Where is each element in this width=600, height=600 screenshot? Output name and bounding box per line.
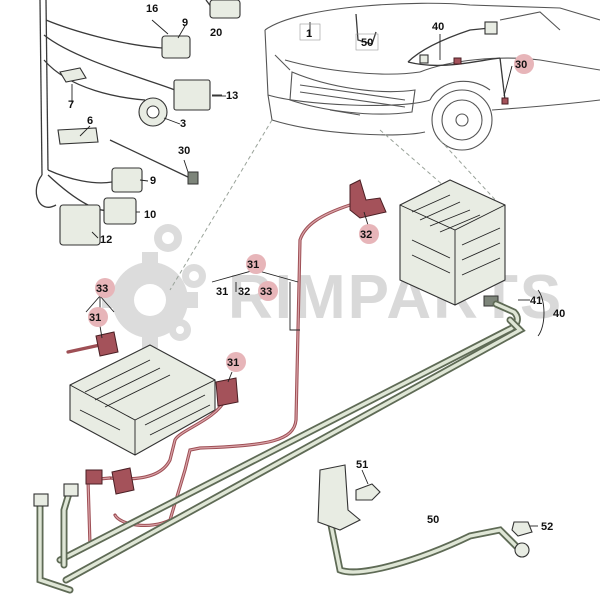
car-front-illustration [169, 2, 600, 291]
callout-30-car: 30 [515, 59, 527, 71]
callout-50-bottom: 50 [427, 514, 439, 526]
callout-6: 6 [87, 115, 93, 127]
callout-1: 1 [306, 28, 312, 40]
ground-bracket [317, 464, 361, 531]
callout-20: 30 [178, 145, 190, 157]
watermark-small-gear-icon [154, 224, 206, 341]
connector-41 [483, 295, 499, 307]
callout-52: 52 [541, 521, 553, 533]
red-terminal-32 [349, 179, 387, 219]
fuse-box-right [399, 179, 506, 307]
callout-32b-highlight [359, 224, 379, 244]
watermark-text: RIMPARTS [228, 263, 563, 332]
ring-terminal-50 [514, 542, 530, 558]
callout-9-mid: 9 [150, 175, 156, 187]
connector-40 [484, 21, 498, 35]
callout-10: 10 [144, 209, 156, 221]
callout-33b-highlight [258, 281, 278, 301]
connector-10 [103, 197, 137, 225]
callout-31-left: 31 [89, 312, 101, 324]
callout-31c-highlight [226, 352, 246, 372]
watermark: RIMPARTS [102, 224, 563, 348]
callout-40-right: 40 [553, 308, 565, 320]
callout-11: 13 [226, 90, 238, 102]
callout-31-group: 31 [216, 286, 228, 298]
red-fuse-bottom [111, 467, 135, 495]
ground-strap-50 [317, 464, 533, 576]
callout-50-box [355, 33, 379, 51]
fuse-box-left [69, 344, 216, 456]
cable-end-left [33, 493, 49, 507]
callout-31a-highlight [88, 307, 108, 327]
callout-30-group: 31 [247, 259, 259, 271]
car-fuse-30b [501, 97, 509, 105]
callout-30b-highlight [514, 54, 534, 74]
callout-31-right: 31 [227, 357, 239, 369]
callout-12: 16 [146, 3, 158, 15]
car-connector-a [419, 54, 429, 64]
callout-41: 41 [530, 295, 542, 307]
callout-32-red: 32 [360, 229, 372, 241]
connector-9-top [161, 35, 191, 59]
callout-50-top: 50 [361, 37, 373, 49]
cable-40 [33, 300, 526, 594]
callout-51: 51 [356, 459, 368, 471]
car-fuse-30 [453, 57, 462, 65]
callout-30a-highlight [246, 254, 266, 274]
connector-11 [173, 79, 211, 111]
connector-16 [59, 204, 101, 246]
cable-tie-20 [109, 139, 191, 179]
tie-head-20 [187, 171, 199, 185]
clip-7 [59, 67, 87, 83]
callout-9-top: 9 [182, 17, 188, 29]
engine-bay-harness [355, 13, 509, 105]
red-fuse-31-left [95, 331, 119, 357]
callout-40-top: 40 [432, 21, 444, 33]
red-fuse-31-right [215, 377, 239, 407]
callout-7: 7 [68, 99, 74, 111]
connector-13 [209, 0, 241, 19]
callout-33a-highlight [95, 278, 115, 298]
nut-52 [511, 521, 533, 537]
callout-1-box [299, 23, 321, 41]
top-left-loom [35, 0, 213, 211]
bolt-51 [355, 483, 381, 501]
callout-33-left: 33 [96, 283, 108, 295]
callout-16: 12 [100, 234, 112, 246]
cover-6 [57, 127, 99, 145]
cable-end-mid [63, 483, 79, 497]
callout-3: 3 [180, 118, 186, 130]
connector-9-mid [111, 167, 143, 193]
callout-33-group: 33 [260, 286, 272, 298]
red-terminal-bottom [85, 469, 103, 485]
callout-32-group: 32 [238, 286, 250, 298]
callout-13: 20 [210, 27, 222, 39]
watermark-gear-icon [102, 252, 198, 348]
callouts: 16 9 20 13 3 7 6 30 9 10 12 1 50 40 30 3… [68, 3, 565, 533]
